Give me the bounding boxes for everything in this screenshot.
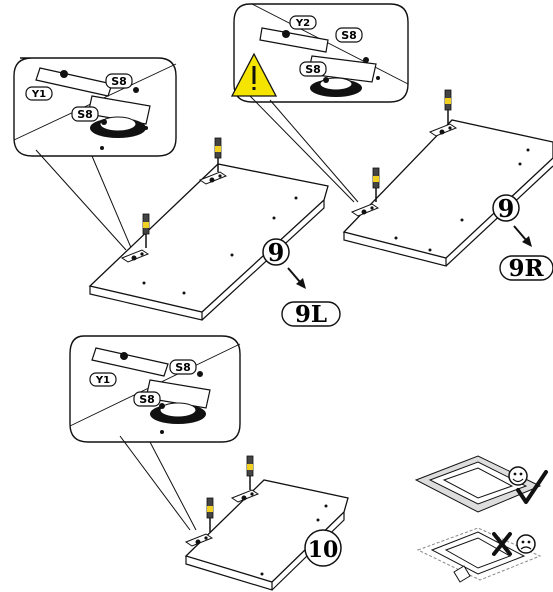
callout-hinge-y2	[233, 3, 409, 103]
step-marker-10: 10	[304, 529, 342, 567]
part-label-s8-c: S8	[335, 27, 363, 43]
hinge-9r-upper	[429, 89, 457, 137]
part-label-s8-f: S8	[133, 391, 161, 407]
incorrect-hard-surface-icon	[416, 527, 542, 583]
svg-text:S8: S8	[139, 393, 155, 406]
checkmark-icon	[516, 470, 548, 504]
svg-text:Y1: Y1	[31, 89, 46, 100]
svg-text:9: 9	[498, 194, 515, 223]
step-marker-9l: 9L	[281, 301, 341, 328]
hinge-9r-lower	[351, 167, 380, 217]
svg-text:9: 9	[268, 238, 285, 267]
step-marker-9-left: 9	[262, 238, 290, 267]
callout-hinge-y1-top	[13, 57, 177, 157]
cross-icon	[492, 532, 512, 556]
sad-face-icon	[516, 534, 536, 554]
step-marker-9-right: 9	[492, 194, 520, 223]
svg-text:S8: S8	[305, 63, 321, 76]
svg-text:Y2: Y2	[295, 18, 310, 29]
warning-triangle-icon	[230, 52, 278, 97]
svg-text:9L: 9L	[295, 301, 327, 328]
svg-text:S8: S8	[341, 29, 357, 42]
part-label-y1-bottom: Y1	[89, 372, 117, 387]
part-label-s8-e: S8	[169, 359, 197, 375]
arrow-9-to-9r	[513, 225, 532, 247]
svg-text:10: 10	[308, 537, 339, 563]
hinge-10-upper	[231, 455, 259, 503]
svg-text:Y1: Y1	[95, 375, 110, 386]
step-marker-9r: 9R	[499, 255, 553, 282]
svg-text:S8: S8	[111, 75, 127, 88]
svg-text:S8: S8	[77, 108, 93, 121]
part-label-y1-top: Y1	[25, 86, 53, 101]
hinge-10-lower	[185, 497, 214, 547]
panel-10	[184, 479, 349, 591]
smiley-icon	[508, 466, 528, 486]
part-label-s8-a: S8	[105, 73, 133, 89]
panel-9r	[342, 119, 553, 267]
correct-soft-surface-icon	[414, 455, 542, 513]
part-label-s8-d: S8	[299, 61, 327, 77]
svg-text:S8: S8	[175, 361, 191, 374]
panel-9l	[88, 163, 329, 321]
svg-text:9R: 9R	[508, 255, 544, 282]
callout-hinge-y1-bottom	[69, 335, 241, 443]
arrow-9-to-9l	[287, 267, 306, 289]
part-label-s8-b: S8	[71, 106, 99, 122]
part-label-y2: Y2	[289, 15, 317, 30]
